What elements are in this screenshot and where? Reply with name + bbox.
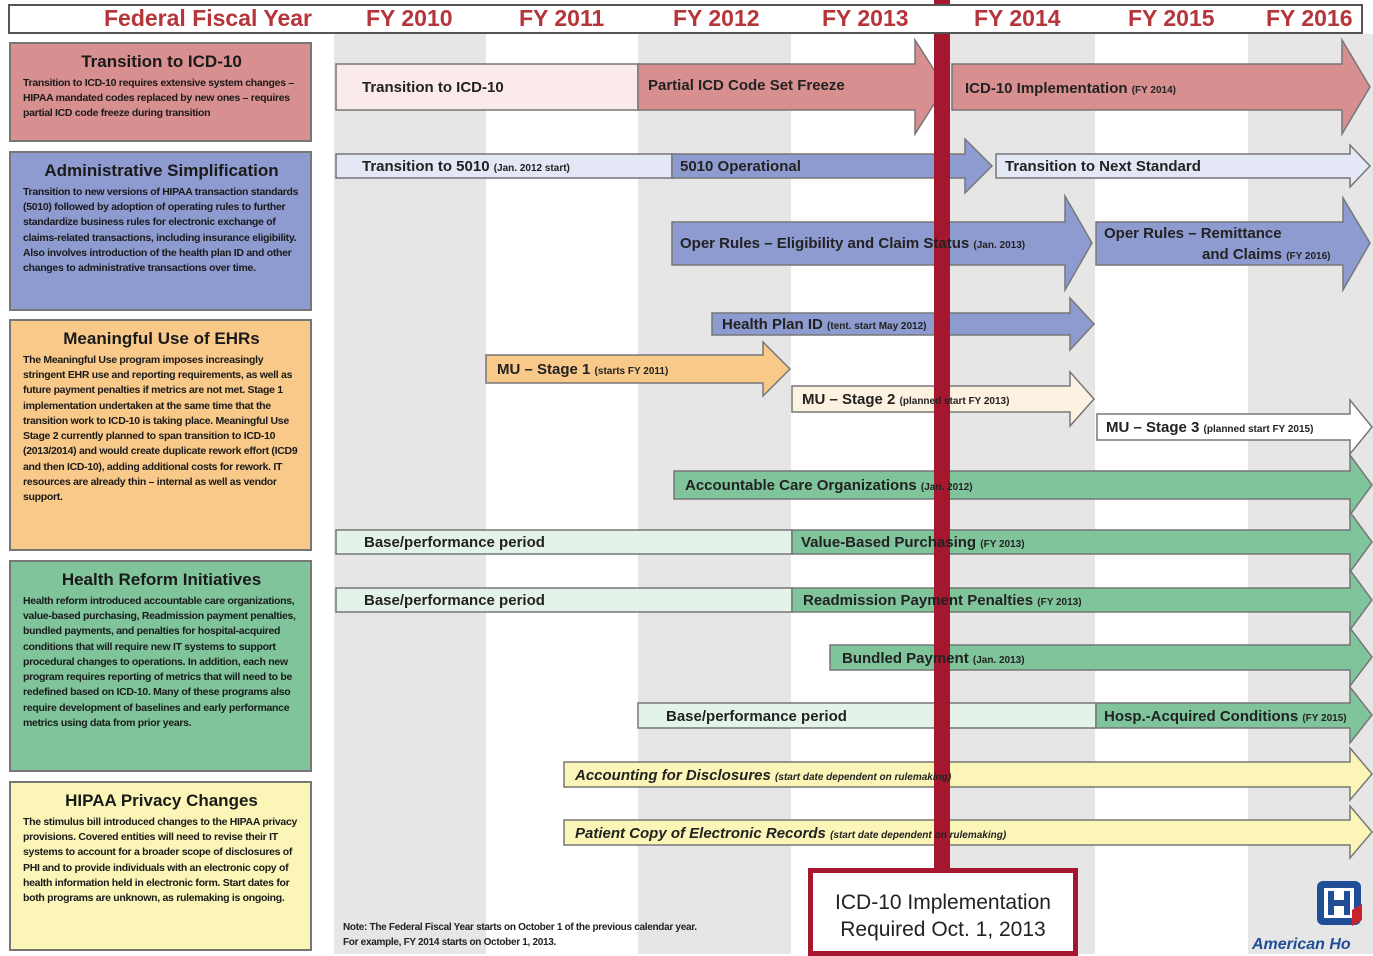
next-std-arrow (995, 143, 1372, 189)
aco-arrow (673, 452, 1373, 518)
aco-label: Accountable Care Organizations (Jan. 201… (685, 477, 973, 494)
icd-impl-arrow (951, 37, 1371, 137)
category-description: Transition to ICD-10 requires extensive … (23, 77, 294, 120)
mu3-arrow (1096, 397, 1373, 457)
category-description: The stimulus bill introduced changes to … (23, 816, 298, 905)
op5010-arrow (671, 137, 994, 195)
oper-remit-label-2: and Claims (FY 2016) (1202, 246, 1331, 263)
vbp-arrow (791, 509, 1373, 575)
icd10-deadline-callout: ICD-10 Implementation Required Oct. 1, 2… (808, 868, 1078, 956)
mu1-arrow (485, 340, 792, 398)
bundled-label: Bundled Payment (Jan. 2013) (842, 650, 1025, 667)
icd-freeze-arrow (637, 37, 946, 137)
note-line-1: Note: The Federal Fiscal Year starts on … (343, 922, 697, 933)
readm-base-label: Base/performance period (364, 592, 545, 609)
fiscal-year-note: Note: The Federal Fiscal Year starts on … (343, 920, 793, 950)
vbp-label: Value-Based Purchasing (FY 2013) (801, 534, 1025, 551)
category-admin-simplification: Administrative Simplification Transition… (9, 151, 312, 311)
icd10-milestone-line (934, 0, 950, 872)
header-label: Federal Fiscal Year (104, 5, 312, 31)
t5010-label: Transition to 5010 (Jan. 2012 start) (362, 158, 570, 175)
year-label-2010: FY 2010 (366, 5, 453, 31)
callout-line-1: ICD-10 Implementation (835, 891, 1051, 914)
aha-logo: American Ho (1250, 880, 1373, 954)
oper-elig-arrow (671, 193, 1093, 293)
category-description: Transition to new versions of HIPAA tran… (23, 186, 299, 275)
category-title: Administrative Simplification (44, 161, 279, 180)
category-title: Meaningful Use of EHRs (63, 329, 260, 348)
vbp-base-label: Base/performance period (364, 534, 545, 551)
note-line-2: For example, FY 2014 starts on October 1… (343, 937, 557, 948)
category-meaningful-use: Meaningful Use of EHRs The Meaningful Us… (9, 319, 312, 551)
hac-arrow (1095, 684, 1373, 746)
category-title: HIPAA Privacy Changes (65, 791, 258, 810)
icd-transition-label: Transition to ICD-10 (362, 79, 504, 96)
hpid-label: Health Plan ID (tent. start May 2012) (722, 316, 927, 333)
year-label-2011: FY 2011 (519, 5, 605, 31)
op5010-label: 5010 Operational (680, 158, 801, 175)
mu2-label: MU – Stage 2 (planned start FY 2013) (802, 391, 1009, 408)
oper-remit-arrow (1095, 195, 1371, 293)
oper-remit-label: Oper Rules – Remittance (1104, 225, 1282, 242)
afd-label: Accounting for Disclosures (start date d… (574, 767, 952, 784)
icd-impl-label: ICD-10 Implementation (FY 2014) (965, 80, 1176, 97)
category-icd10: Transition to ICD-10 Transition to ICD-1… (9, 42, 312, 142)
oper-elig-label: Oper Rules – Eligibility and Claim Statu… (680, 235, 1025, 252)
year-label-2016: FY 2016 (1266, 5, 1353, 31)
hpid-arrow (711, 296, 1096, 352)
year-label-2013: FY 2013 (822, 5, 909, 31)
callout-line-2: Required Oct. 1, 2013 (840, 918, 1046, 941)
mu3-label: MU – Stage 3 (planned start FY 2015) (1106, 419, 1313, 436)
hac-base-label: Base/performance period (666, 708, 847, 725)
readm-arrow (791, 567, 1373, 633)
category-description: The Meaningful Use program imposes incre… (23, 354, 298, 503)
category-title: Transition to ICD-10 (81, 52, 242, 71)
year-band-2011 (486, 34, 638, 954)
category-health-reform: Health Reform Initiatives Health reform … (9, 560, 312, 772)
year-label-2014: FY 2014 (974, 5, 1061, 31)
mu1-label: MU – Stage 1 (starts FY 2011) (497, 361, 668, 378)
icd-freeze-label: Partial ICD Code Set Freeze (648, 77, 845, 94)
next-std-label: Transition to Next Standard (1005, 158, 1201, 175)
logo-text: American Ho (1252, 936, 1351, 953)
pcer-arrow (563, 803, 1373, 861)
category-description: Health reform introduced accountable car… (23, 595, 296, 729)
year-label-2015: FY 2015 (1128, 5, 1215, 31)
bundled-arrow (829, 625, 1373, 689)
pcer-label: Patient Copy of Electronic Records (star… (575, 825, 1007, 842)
year-label-2012: FY 2012 (673, 5, 760, 31)
afd-arrow (563, 745, 1373, 803)
hospital-h-icon (1317, 881, 1362, 926)
year-band-2010 (334, 34, 486, 954)
fiscal-year-header (8, 4, 1363, 34)
category-hipaa-privacy: HIPAA Privacy Changes The stimulus bill … (9, 781, 312, 951)
readm-label: Readmission Payment Penalties (FY 2013) (803, 592, 1082, 609)
hac-label: Hosp.-Acquired Conditions (FY 2015) (1104, 708, 1347, 725)
category-title: Health Reform Initiatives (61, 570, 262, 589)
